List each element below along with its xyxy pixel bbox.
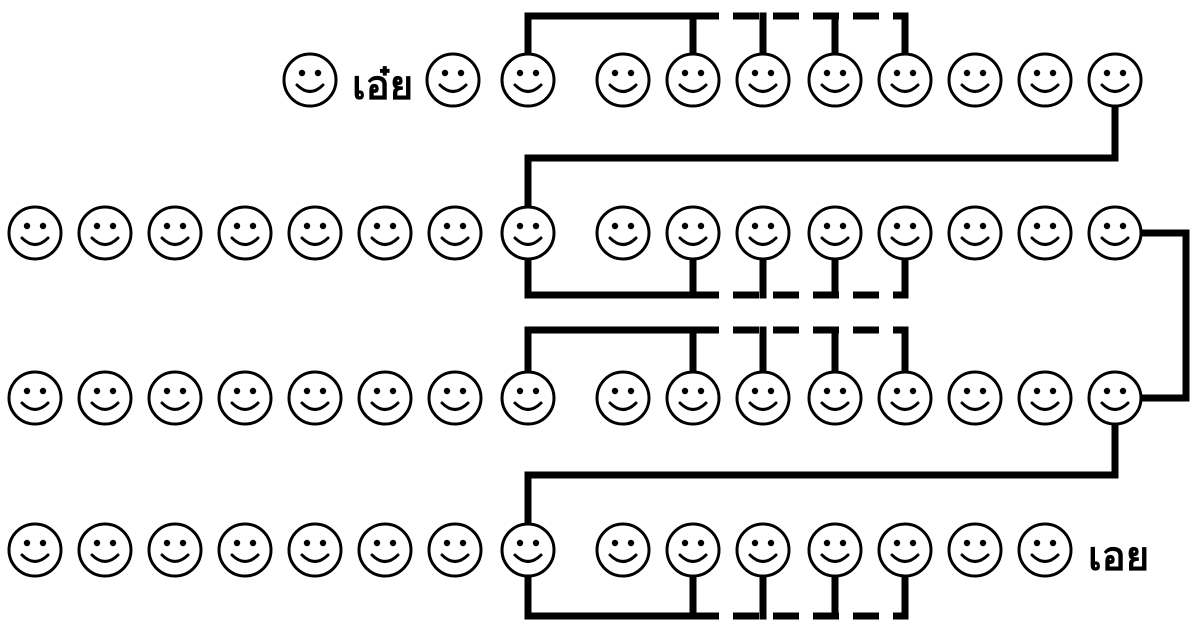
smiley-face-icon [1087, 205, 1143, 261]
smiley-face-icon [735, 370, 791, 426]
smiley-face-icon [500, 52, 556, 108]
smiley-face-icon [807, 370, 863, 426]
smiley-face-icon [1017, 370, 1073, 426]
smiley-face-icon [427, 522, 483, 578]
connector-solid [524, 574, 697, 620]
smiley-face-icon [665, 522, 721, 578]
connector-solid [524, 12, 697, 54]
end-label: เอย [1088, 534, 1150, 580]
smiley-face-icon [595, 522, 651, 578]
smiley-face-icon [500, 205, 556, 261]
smiley-face-icon [425, 52, 481, 108]
smiley-face-icon [1017, 205, 1073, 261]
smiley-face-icon [287, 522, 343, 578]
smiley-face-icon [147, 205, 203, 261]
smiley-face-icon [77, 370, 133, 426]
smiley-face-icon [947, 522, 1003, 578]
connector-lines [524, 12, 1190, 620]
smiley-face-icon [77, 205, 133, 261]
smiley-face-icon [287, 370, 343, 426]
smiley-face-icon [877, 52, 933, 108]
smiley-face-icon [282, 52, 338, 108]
connector-solid [1136, 229, 1190, 402]
smiley-face-icon [500, 370, 556, 426]
smiley-face-icon [735, 205, 791, 261]
smiley-face-icon [500, 522, 556, 578]
smiley-face-icon [1017, 522, 1073, 578]
smiley-face-icon [1017, 52, 1073, 108]
smiley-face-icon [595, 370, 651, 426]
smiley-face-icon [217, 205, 273, 261]
smiley-face-icon [665, 205, 721, 261]
smiley-face-icon [7, 522, 63, 578]
smiley-face-icon [427, 370, 483, 426]
smiley-face-icon [7, 205, 63, 261]
smiley-face-icon [735, 522, 791, 578]
smiley-face-icon [357, 370, 413, 426]
smiley-face-icon [357, 205, 413, 261]
smiley-face-icon [595, 205, 651, 261]
smiley-face-icon [807, 52, 863, 108]
smiley-face-icon [807, 522, 863, 578]
connector-solid [524, 256, 697, 299]
smiley-face-icon [735, 52, 791, 108]
smiley-face-icon [807, 205, 863, 261]
smiley-face-icon [877, 522, 933, 578]
connector-solid [524, 326, 697, 372]
smiley-face-icon [287, 205, 343, 261]
smiley-face-icon [595, 52, 651, 108]
smiley-face-icon [147, 522, 203, 578]
smiley-face-icon [1087, 370, 1143, 426]
smiley-face-icon [665, 52, 721, 108]
smiley-face-icon [877, 370, 933, 426]
smiley-face-icon [1087, 52, 1143, 108]
smiley-face-icon [357, 522, 413, 578]
smiley-faces [7, 52, 1143, 578]
smiley-face-icon [947, 370, 1003, 426]
smiley-face-icon [947, 205, 1003, 261]
smiley-face-icon [877, 205, 933, 261]
smiley-face-icon [427, 205, 483, 261]
smiley-face-icon [147, 370, 203, 426]
smiley-face-icon [947, 52, 1003, 108]
connector-solid [524, 420, 1119, 526]
smiley-face-icon [217, 522, 273, 578]
smiley-face-icon [77, 522, 133, 578]
smiley-face-icon [7, 370, 63, 426]
start-label: เอ๋ย [352, 63, 414, 109]
smiley-face-icon [665, 370, 721, 426]
connector-solid [524, 103, 1119, 209]
smiley-face-icon [217, 370, 273, 426]
